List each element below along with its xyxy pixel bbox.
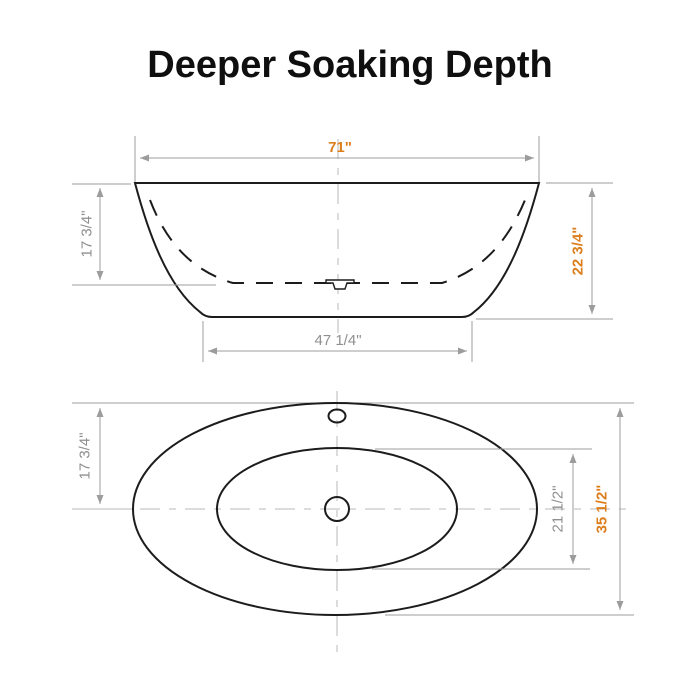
dim-inner-basin-width: 21 1/2" [372, 448, 592, 570]
dim-rim-to-center: 17 3/4" [77, 408, 104, 504]
overflow-hole-icon [327, 408, 347, 424]
dim-label-overall-width: 71" [328, 139, 352, 156]
drain-hole-icon [324, 496, 350, 522]
dim-base-width: 47 1/4" [202, 321, 473, 362]
dim-soaking-depth: 17 3/4" [72, 183, 216, 286]
tub-rim-ellipse [132, 402, 538, 616]
dim-overall-height: 22 3/4" [476, 182, 613, 320]
dim-label-overall-height: 22 3/4" [570, 227, 587, 276]
dim-label-soaking-depth: 17 3/4" [79, 210, 96, 257]
top-view: 17 3/4" 21 1/2" 35 1/2" [72, 391, 634, 656]
dim-label-base-width: 47 1/4" [314, 332, 361, 349]
dim-overall-top-width: 35 1/2" [594, 408, 624, 610]
dim-label-inner-basin-width: 21 1/2" [550, 485, 567, 532]
dim-label-overall-top-width: 35 1/2" [594, 485, 611, 534]
dim-label-rim-to-center: 17 3/4" [77, 432, 94, 479]
page-title: Deeper Soaking Depth [147, 44, 553, 86]
tub-basin-ellipse [216, 447, 458, 571]
tub-interior-dashed-line [149, 199, 526, 284]
tub-outline [133, 182, 541, 318]
side-view: 71" 17 3/4" 22 3/4" 47 1/4" [72, 136, 613, 362]
drain-icon [325, 279, 355, 290]
dim-overall-width: 71" [134, 136, 540, 182]
